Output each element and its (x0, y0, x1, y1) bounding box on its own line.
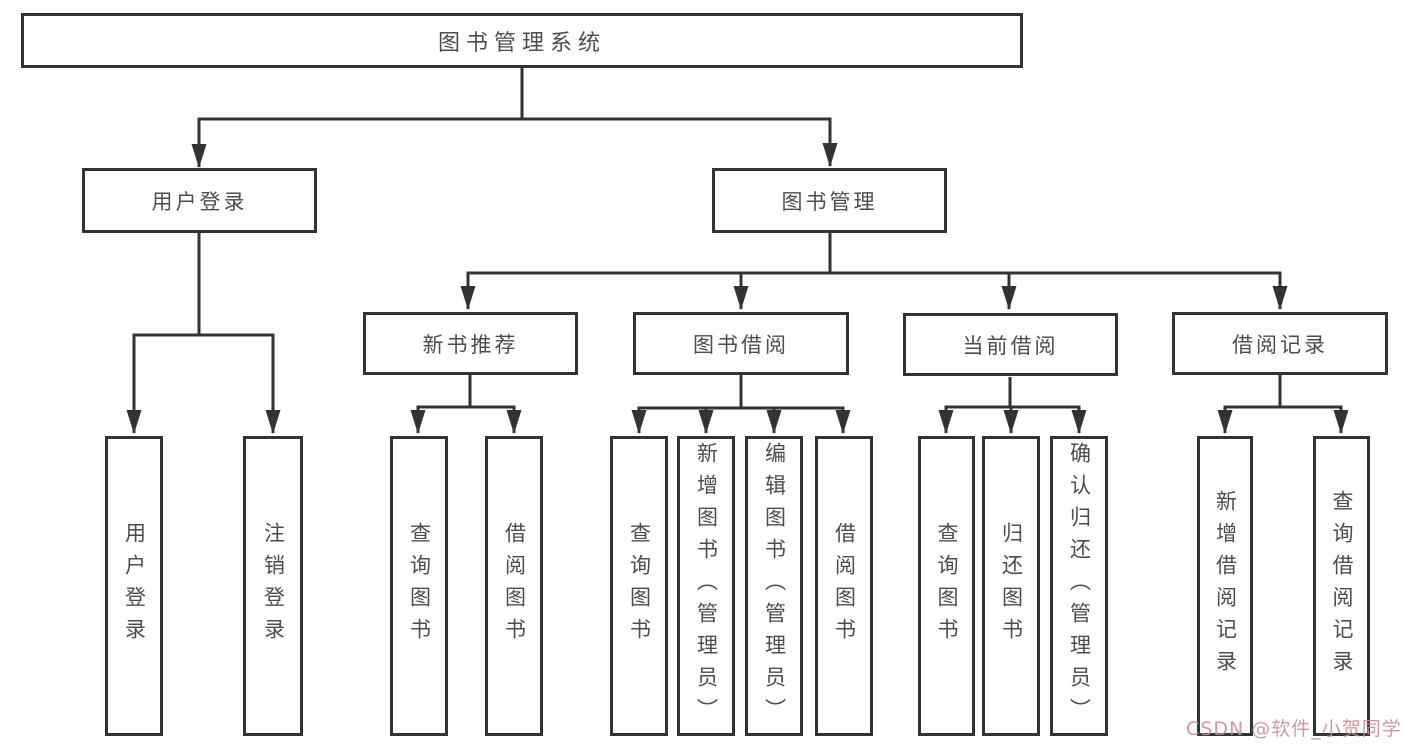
leaf-add-borrow-record-label: 新增借阅记录 (1213, 490, 1238, 682)
node-borrow-records-label: 借阅记录 (1232, 332, 1328, 357)
node-current-borrowing-label: 当前借阅 (962, 333, 1059, 358)
leaf-user-login: 用户登录 (105, 436, 163, 736)
leaf-query-books-2: 查询图书 (610, 436, 668, 736)
node-user-login-label: 用户登录 (151, 189, 248, 214)
node-user-login: 用户登录 (82, 168, 317, 233)
leaf-borrow-books-2: 借阅图书 (815, 436, 873, 736)
leaf-query-books-3-label: 查询图书 (935, 522, 959, 650)
leaf-add-borrow-record: 新增借阅记录 (1197, 436, 1253, 736)
node-current-borrowing: 当前借阅 (903, 313, 1118, 376)
leaf-borrow-books-1-label: 借阅图书 (502, 522, 527, 650)
node-borrow-records: 借阅记录 (1172, 312, 1388, 375)
leaf-logout-label: 注销登录 (261, 522, 286, 650)
node-book-management-label: 图书管理 (781, 189, 878, 214)
node-book-borrowing: 图书借阅 (633, 312, 849, 375)
leaf-query-borrow-record: 查询借阅记录 (1313, 436, 1370, 736)
leaf-confirm-return-admin: 确认归还（管理员） (1050, 436, 1108, 736)
leaf-return-books: 归还图书 (982, 436, 1040, 736)
csdn-watermark: CSDN @软件_小贺同学 (1186, 718, 1402, 740)
leaf-return-books-label: 归还图书 (999, 522, 1024, 650)
node-book-borrowing-label: 图书借阅 (693, 332, 789, 357)
leaf-query-books-2-label: 查询图书 (627, 522, 652, 650)
leaf-add-book-admin: 新增图书（管理员） (677, 436, 735, 736)
leaf-borrow-books-2-label: 借阅图书 (832, 522, 857, 650)
node-root-label: 图书管理系统 (437, 30, 606, 56)
leaf-query-books-3: 查询图书 (918, 436, 975, 736)
leaf-query-borrow-record-label: 查询借阅记录 (1330, 490, 1354, 682)
node-root: 图书管理系统 (21, 13, 1023, 68)
leaf-user-login-label: 用户登录 (122, 522, 147, 650)
node-new-book-recommend: 新书推荐 (363, 312, 578, 375)
leaf-logout: 注销登录 (243, 436, 303, 736)
leaf-query-books-1: 查询图书 (390, 436, 448, 736)
leaf-add-book-admin-label: 新增图书（管理员） (694, 442, 719, 730)
node-new-book-recommend-label: 新书推荐 (422, 332, 519, 357)
leaf-edit-book-admin-label: 编辑图书（管理员） (762, 442, 787, 730)
leaf-confirm-return-admin-label: 确认归还（管理员） (1067, 442, 1092, 730)
leaf-edit-book-admin: 编辑图书（管理员） (745, 436, 803, 736)
node-book-management: 图书管理 (712, 168, 947, 233)
leaf-query-books-1-label: 查询图书 (407, 522, 432, 650)
leaf-borrow-books-1: 借阅图书 (485, 436, 543, 736)
